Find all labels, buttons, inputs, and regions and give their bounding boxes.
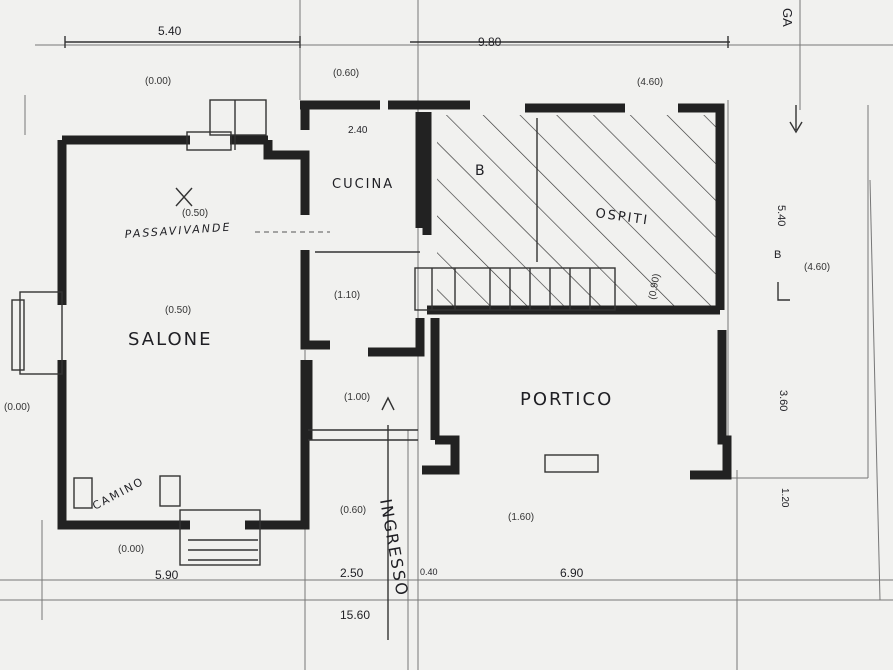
- room-label-b: B: [475, 163, 487, 179]
- room-label-ingresso: INGRESSO: [376, 497, 412, 598]
- room-label-portico: PORTICO: [520, 389, 613, 410]
- dim-top-mid: 9.80: [478, 35, 502, 49]
- section-marker-b: B: [774, 249, 781, 261]
- level-top-left: (0.00): [145, 76, 171, 87]
- room-label-cucina: CUCINA: [332, 177, 394, 192]
- level-portico: (1.60): [508, 512, 534, 523]
- dim-right-1: 5.40: [775, 205, 787, 226]
- dim-bottom-gap: 0.40: [420, 567, 438, 577]
- level-bottom-left: (0.00): [118, 544, 144, 555]
- hatched-area: [437, 115, 717, 310]
- level-salone: (0.50): [165, 305, 191, 316]
- label-camino: CAMINO: [90, 474, 146, 512]
- dim-bottom-right: 6.90: [560, 566, 584, 580]
- dim-bottom-mid: 2.50: [340, 566, 364, 580]
- dim-bottom-left: 5.90: [155, 568, 179, 582]
- dim-right-2: 3.60: [777, 390, 789, 411]
- dim-right-3: 1.20: [779, 488, 790, 508]
- level-top-ospiti: (4.60): [637, 77, 663, 88]
- level-ingresso-upper: (1.00): [344, 392, 370, 403]
- label-passavivande: PASSAVIVANDE: [124, 221, 232, 241]
- level-hall: (1.10): [334, 290, 360, 301]
- dim-cucina: 2.40: [348, 125, 368, 136]
- dim-top-left: 5.40: [158, 24, 182, 38]
- dim-bottom-total: 15.60: [340, 608, 370, 622]
- level-right-side: (4.60): [804, 262, 830, 273]
- room-label-ospiti: OSPITI: [594, 206, 650, 228]
- level-stair: (0.90): [647, 273, 662, 301]
- level-salone-upper: (0.50): [182, 208, 208, 219]
- dimension-lines: [64, 36, 730, 48]
- room-label-salone: SALONE: [128, 329, 212, 350]
- interior-lines: [11, 99, 803, 640]
- level-ingresso: (0.60): [340, 505, 366, 516]
- level-left-edge: (0.00): [4, 402, 30, 413]
- level-top-cucina: (0.60): [333, 68, 359, 79]
- corner-text: GA: [780, 8, 795, 27]
